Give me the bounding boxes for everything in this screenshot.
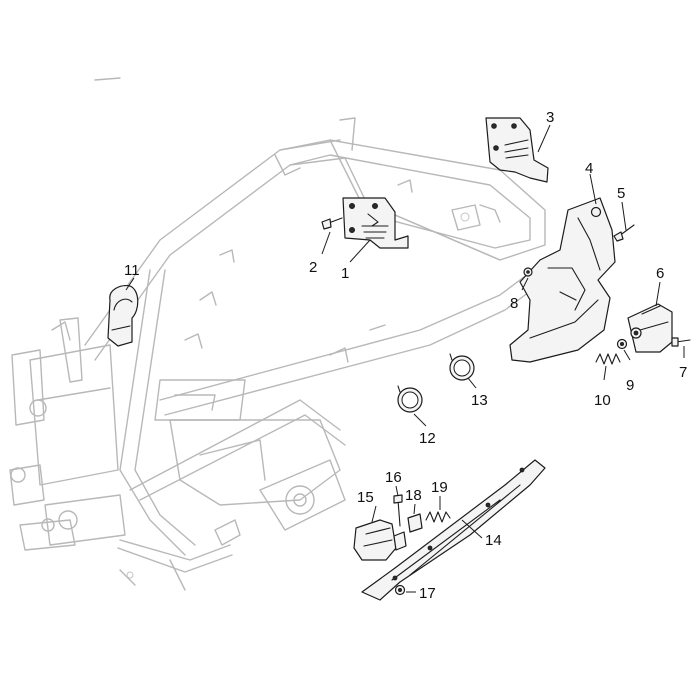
callout-8: 8 <box>510 295 518 312</box>
callout-6: 6 <box>656 265 664 282</box>
leader-3 <box>537 124 551 153</box>
part-3-hinge <box>485 117 549 183</box>
leader-6 <box>655 281 661 307</box>
part-2-screw <box>321 217 343 230</box>
callout-10: 10 <box>594 392 611 409</box>
callout-12: 12 <box>419 430 436 447</box>
leader-18 <box>413 503 416 515</box>
leader-15 <box>371 505 377 523</box>
leader-16 <box>395 485 399 497</box>
part-10-spring <box>595 353 621 365</box>
leader-13 <box>467 377 477 389</box>
leader-lines <box>125 124 685 593</box>
leader-5 <box>621 201 627 231</box>
leader-9 <box>623 349 631 361</box>
leader-1 <box>349 239 371 263</box>
scooter-frame <box>9 77 546 591</box>
callout-17: 17 <box>419 585 436 602</box>
leader-12 <box>413 413 427 427</box>
leader-4 <box>589 173 597 205</box>
part-18-bushing <box>407 513 423 533</box>
leader-2 <box>321 231 331 255</box>
leader-11 <box>125 277 135 291</box>
callout-14: 14 <box>485 532 502 549</box>
callout-16: 16 <box>385 469 402 486</box>
callout-5: 5 <box>617 185 625 202</box>
part-12-clip <box>397 385 423 413</box>
callout-11: 11 <box>124 262 140 279</box>
callout-4: 4 <box>585 160 593 177</box>
callout-labels: 1 2 3 4 5 6 7 8 9 10 11 12 13 14 15 16 1… <box>124 109 687 602</box>
part-17-nut <box>394 584 406 596</box>
part-6-actuator <box>627 303 673 353</box>
callout-7: 7 <box>679 364 687 381</box>
callout-3: 3 <box>546 109 554 126</box>
leader-8 <box>521 277 529 291</box>
callout-19: 19 <box>431 479 448 496</box>
part-16-bolt <box>393 494 403 527</box>
part-5-screw <box>613 224 635 242</box>
part-13-clip <box>449 353 475 381</box>
callout-2: 2 <box>309 259 317 276</box>
part-19-spring <box>425 511 451 523</box>
callout-13: 13 <box>471 392 488 409</box>
part-11-clamp <box>107 285 139 347</box>
part-8-nut <box>523 267 533 277</box>
callout-9: 9 <box>626 377 634 394</box>
leader-10 <box>603 365 607 381</box>
callout-1: 1 <box>341 265 349 282</box>
part-14-rail <box>361 459 546 601</box>
leader-14 <box>461 519 483 539</box>
part-15-lock <box>353 519 407 561</box>
part-1-hinge <box>342 197 409 249</box>
callout-18: 18 <box>405 487 422 504</box>
part-4-cover <box>509 197 616 363</box>
part-9-washer <box>616 338 628 350</box>
part-7-screw <box>671 337 691 347</box>
callout-15: 15 <box>357 489 374 506</box>
